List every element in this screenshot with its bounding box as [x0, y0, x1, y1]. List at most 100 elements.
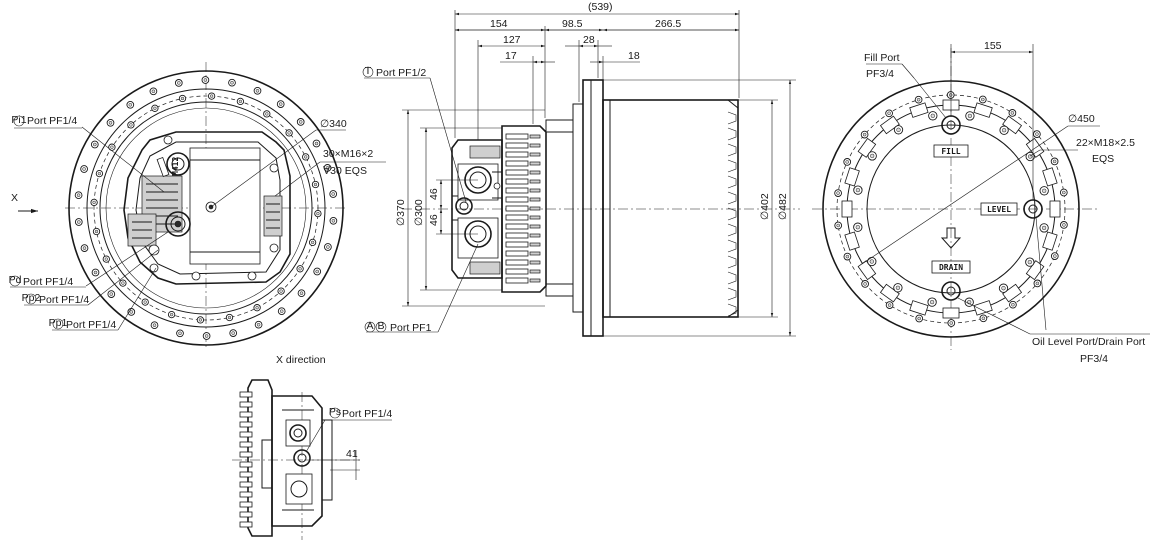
- bolt-depth-label: ∀30 EQS: [323, 165, 367, 177]
- valve-housing: [451, 139, 503, 279]
- rear-bolt-eqs: EQS: [1092, 153, 1114, 165]
- port-pi1-marker-icon: [13, 115, 25, 127]
- dim-127-label: 127: [503, 34, 521, 46]
- leader-fill: [913, 77, 947, 119]
- cover-lug: [879, 115, 900, 135]
- port-pp2-callout: Pp2 Port PF1/4: [22, 292, 90, 306]
- mounting-flange: [582, 79, 604, 337]
- svg-text:Pi1: Pi1: [11, 114, 26, 126]
- svg-text:A: A: [366, 320, 373, 332]
- dim-18-label: 18: [628, 50, 640, 62]
- dim-402-label: ∅402: [759, 193, 771, 220]
- side-view: (539) 154 98.5 266.5 127 28 17 18 T Port…: [362, 1, 800, 337]
- rear-cover-face: [866, 124, 1036, 294]
- svg-text:Pp1: Pp1: [49, 317, 68, 329]
- valve-block: [189, 147, 261, 265]
- dim-154-label: 154: [490, 18, 508, 30]
- port-ab-callout: A B Port PF1: [364, 320, 432, 334]
- rear-bolt-spec: 22×M18×2.5: [1076, 137, 1135, 149]
- dia340-label: ∅340: [320, 118, 347, 130]
- port-b-marker-icon: [375, 321, 387, 333]
- port-pd-callout: Pd Port PF1/4: [9, 274, 74, 288]
- right-rear-view: FILL LEVEL DRAIN Fill Port PF3/4 155 ∅45…: [812, 40, 1150, 365]
- svg-text:Ps: Ps: [329, 406, 341, 418]
- casing-rib: [727, 175, 737, 189]
- port-ab-label: Port PF1: [390, 322, 432, 334]
- leader-bolts: [274, 161, 321, 197]
- dim-17-label: 17: [505, 50, 517, 62]
- leader-pp2: [87, 249, 159, 306]
- fill-port-size: PF3/4: [866, 68, 894, 80]
- rear-bolt-holes: [834, 91, 1068, 327]
- x-direction-view: X direction 41 Ps Port PF1/4: [232, 354, 392, 540]
- port-pi1-label: Port PF1/4: [27, 115, 77, 127]
- leader-dia450: [861, 125, 1069, 265]
- drain-plug-icon: [941, 281, 961, 301]
- dim-370-label: ∅370: [395, 199, 407, 226]
- dim-155-label: 155: [984, 40, 1002, 52]
- port-a-marker-icon: [364, 321, 376, 333]
- casing-rib: [727, 223, 737, 237]
- motor-fins: [505, 133, 541, 284]
- rear-inner-bolt-holes: [853, 111, 1049, 307]
- leader-pd: [85, 231, 169, 287]
- cover-lug: [844, 167, 860, 187]
- leader-dia340: [210, 129, 317, 208]
- cover-lug: [942, 307, 960, 319]
- cover-lug: [844, 231, 860, 251]
- x-view-title: X direction: [276, 354, 326, 366]
- leader-port-ps: [305, 419, 326, 453]
- port-pp2-label: Port PF1/4: [39, 294, 89, 306]
- side-motor: [451, 125, 547, 293]
- cover-lug: [1042, 167, 1058, 187]
- casing-ring-inner: [105, 107, 307, 309]
- inner-bolt-holes: [90, 92, 322, 324]
- cover-lug: [1042, 231, 1058, 251]
- port-ps-marker-icon: [329, 407, 341, 419]
- x-view-valve-block: [271, 395, 323, 527]
- oil-level-port-size: PF3/4: [1080, 353, 1108, 365]
- leader-drain: [957, 297, 1031, 335]
- port-t-marker-icon: [362, 66, 374, 78]
- outer-bolt-holes: [74, 76, 338, 340]
- dia450-label: ∅450: [1068, 113, 1095, 125]
- port-pd-label: Port PF1/4: [23, 276, 73, 288]
- casing-rib: [727, 143, 737, 157]
- x-arrow-label: X: [11, 192, 18, 204]
- casing-rib: [727, 287, 737, 301]
- casing-rib: [727, 303, 737, 317]
- dim-46-lower-label: 46: [428, 214, 440, 226]
- svg-text:T: T: [365, 65, 372, 77]
- level-stencil: LEVEL: [987, 205, 1011, 214]
- dim-300-label: ∅300: [413, 199, 425, 226]
- x-view-flange: [247, 379, 273, 537]
- left-front-view: M412 X Pi1 Port PF1/4 Pd Port PF1/4: [9, 62, 386, 350]
- fill-stencil: FILL: [941, 147, 960, 156]
- outer-flange: [68, 70, 344, 346]
- x-view-port-ps: [293, 449, 311, 467]
- casing-rib: [727, 271, 737, 285]
- cover-lug: [857, 137, 877, 158]
- casing-rib: [727, 207, 737, 221]
- svg-text:Pd: Pd: [9, 274, 22, 286]
- motor-body: M412: [123, 131, 291, 285]
- svg-text:B: B: [377, 320, 384, 332]
- casing-rib: [727, 111, 737, 125]
- hub-ring: [545, 119, 574, 297]
- leader-port-ab: [437, 243, 479, 333]
- leader-level: [1035, 216, 1047, 331]
- motor-code: M412: [171, 157, 180, 176]
- dim-28-label: 28: [583, 34, 595, 46]
- dim-482-label: ∅482: [777, 193, 789, 220]
- casing-rib: [727, 159, 737, 173]
- casing-ribs: [727, 111, 737, 317]
- port-t-label: Port PF1/2: [376, 67, 426, 79]
- port-pp1-label: Port PF1/4: [66, 319, 116, 331]
- port-t-callout: T Port PF1/2: [362, 65, 426, 79]
- bolt-circle-340: [93, 95, 319, 321]
- cover-lug: [841, 200, 853, 218]
- casing-rib: [727, 239, 737, 253]
- fill-port-label: Fill Port: [864, 52, 900, 64]
- dim-2665-label: 266.5: [655, 18, 681, 30]
